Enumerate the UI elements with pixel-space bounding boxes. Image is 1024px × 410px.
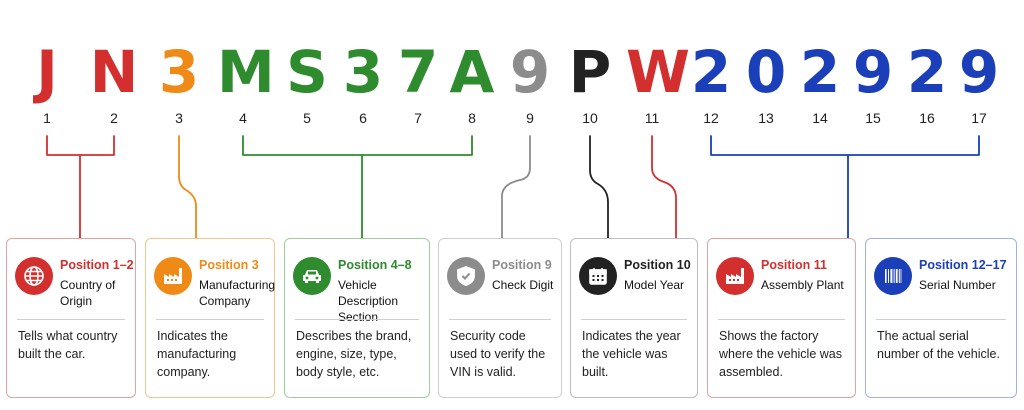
position-number-16: 16 bbox=[919, 110, 935, 126]
position-number-7: 7 bbox=[414, 110, 422, 126]
vin-char-10: P bbox=[568, 38, 612, 106]
card-title: Model Year bbox=[624, 278, 685, 292]
position-number-1: 1 bbox=[43, 110, 51, 126]
card-divider bbox=[876, 319, 1006, 320]
factory-icon bbox=[154, 257, 192, 295]
card-title: Check Digit bbox=[492, 278, 554, 292]
card-title: Country of Origin bbox=[60, 278, 116, 308]
card-position-label: Position 9 bbox=[492, 258, 552, 272]
vin-char-14: 2 bbox=[799, 38, 841, 106]
card-description: Indicates the year the vehicle was built… bbox=[582, 329, 681, 379]
card-position-label: Position 11 bbox=[761, 258, 827, 272]
card-position-label: Position 4–8 bbox=[338, 258, 412, 272]
shield-check-icon bbox=[447, 257, 485, 295]
position-number-12: 12 bbox=[703, 110, 719, 126]
position-number-5: 5 bbox=[303, 110, 311, 126]
bracket-3 bbox=[178, 135, 197, 239]
card-description: Indicates the manufacturing company. bbox=[157, 329, 237, 379]
globe-icon bbox=[15, 257, 53, 295]
card-model-year: Position 10 Model Year Indicates the yea… bbox=[570, 238, 698, 398]
vin-char-15: 9 bbox=[852, 38, 894, 106]
bracket-1-2 bbox=[46, 135, 115, 239]
vin-char-17: 9 bbox=[958, 38, 1000, 106]
card-vehicle-description: Position 4–8 Vehicle Description Section… bbox=[284, 238, 430, 398]
position-number-9: 9 bbox=[526, 110, 534, 126]
vin-char-12: 2 bbox=[690, 38, 732, 106]
card-title: Vehicle Description Section bbox=[338, 278, 399, 324]
position-number-8: 8 bbox=[468, 110, 476, 126]
card-description: Shows the factory where the vehicle was … bbox=[719, 329, 842, 379]
position-number-17: 17 bbox=[971, 110, 987, 126]
card-divider bbox=[17, 319, 125, 320]
vin-char-13: 0 bbox=[745, 38, 787, 106]
vin-char-8: A bbox=[449, 38, 495, 106]
bracket-10 bbox=[589, 135, 609, 239]
position-number-10: 10 bbox=[582, 110, 598, 126]
vin-char-16: 2 bbox=[906, 38, 948, 106]
position-number-2: 2 bbox=[110, 110, 118, 126]
barcode-icon bbox=[874, 257, 912, 295]
card-divider bbox=[718, 319, 845, 320]
card-description: Security code used to verify the VIN is … bbox=[450, 329, 546, 379]
card-title: Serial Number bbox=[919, 278, 996, 292]
card-check-digit: Position 9 Check Digit Security code use… bbox=[438, 238, 562, 398]
card-manufacturing-company: Position 3 Manufacturing Company Indicat… bbox=[145, 238, 275, 398]
position-number-14: 14 bbox=[812, 110, 828, 126]
position-number-3: 3 bbox=[175, 110, 183, 126]
bracket-12-17 bbox=[710, 135, 980, 239]
card-description: The actual serial number of the vehicle. bbox=[877, 329, 1000, 361]
bracket-4-8 bbox=[242, 135, 473, 239]
vin-char-7: 7 bbox=[397, 38, 439, 106]
position-number-13: 13 bbox=[758, 110, 774, 126]
vin-char-3: 3 bbox=[158, 38, 200, 106]
position-number-6: 6 bbox=[359, 110, 367, 126]
card-title: Manufacturing Company bbox=[199, 278, 276, 308]
vin-char-2: N bbox=[89, 38, 139, 106]
card-position-label: Position 10 bbox=[624, 258, 691, 272]
vin-char-4: M bbox=[217, 38, 275, 106]
card-description: Tells what country built the car. bbox=[18, 329, 118, 361]
bracket-11 bbox=[651, 135, 677, 239]
factory-icon bbox=[716, 257, 754, 295]
card-divider bbox=[449, 319, 551, 320]
card-position-label: Position 3 bbox=[199, 258, 259, 272]
vin-char-5: S bbox=[286, 38, 328, 106]
card-description: Describes the brand, engine, size, type,… bbox=[296, 329, 412, 379]
card-country-of-origin: Position 1–2 Country of Origin Tells wha… bbox=[6, 238, 136, 398]
card-position-label: Position 12–17 bbox=[919, 258, 1007, 272]
vin-char-6: 3 bbox=[342, 38, 384, 106]
card-position-label: Position 1–2 bbox=[60, 258, 134, 272]
car-icon bbox=[293, 257, 331, 295]
vin-char-1: J bbox=[36, 38, 58, 106]
card-divider bbox=[156, 319, 264, 320]
card-divider bbox=[581, 319, 687, 320]
position-number-15: 15 bbox=[865, 110, 881, 126]
card-serial-number: Position 12–17 Serial Number The actual … bbox=[865, 238, 1017, 398]
calendar-icon bbox=[579, 257, 617, 295]
position-number-11: 11 bbox=[644, 110, 660, 126]
card-divider bbox=[295, 319, 419, 320]
card-title: Assembly Plant bbox=[761, 278, 844, 292]
vin-char-9: 9 bbox=[509, 38, 551, 106]
bracket-9 bbox=[501, 135, 531, 239]
card-assembly-plant: Position 11 Assembly Plant Shows the fac… bbox=[707, 238, 856, 398]
position-number-4: 4 bbox=[239, 110, 247, 126]
